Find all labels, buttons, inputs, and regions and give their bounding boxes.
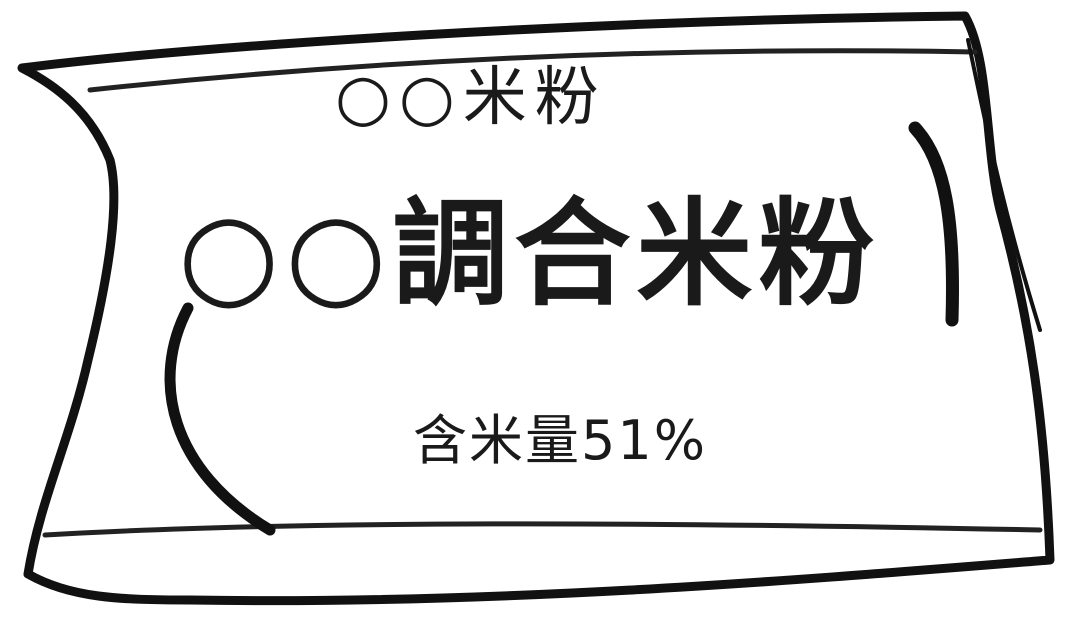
rice-content-label: 含米量51% — [413, 409, 708, 472]
bag-bottom-seam — [42, 521, 1043, 538]
bag-outer-outline — [17, 11, 1055, 606]
bag-right-fold — [908, 121, 959, 327]
bag-top-seam — [87, 48, 978, 93]
bag-right-edge-line — [966, 38, 1042, 332]
bag-left-fold — [164, 302, 276, 536]
product-subtitle: ○○米粉 — [335, 61, 607, 135]
product-title: ○○調合米粉 — [178, 186, 881, 322]
